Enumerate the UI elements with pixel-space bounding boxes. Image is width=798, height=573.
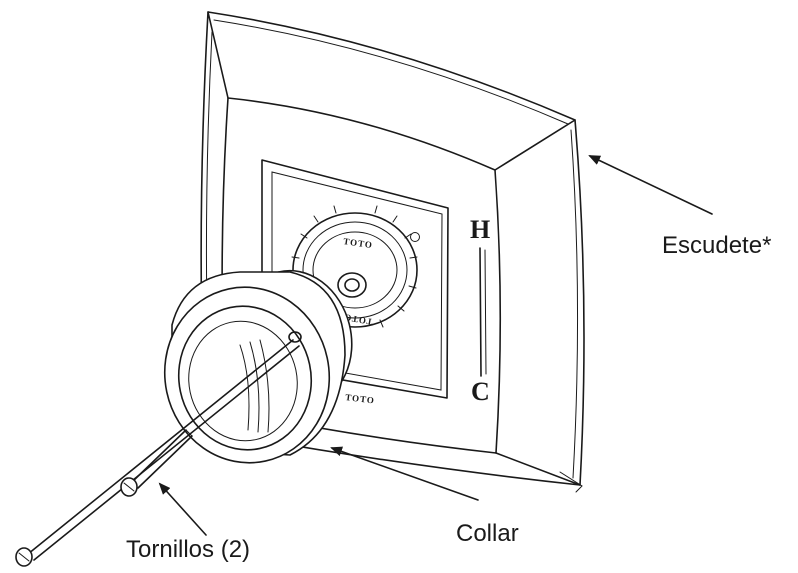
temperature-scale: H C: [470, 215, 490, 406]
escutcheon-label: Escudete*: [662, 232, 771, 259]
collar-label: Collar: [456, 520, 519, 547]
collar-arrow-icon: [330, 446, 479, 501]
screws-label: Tornillos (2): [126, 536, 250, 563]
hot-mark: H: [470, 215, 490, 244]
plate-hole-icon: [410, 232, 420, 242]
brand-mark-plate: TOTO: [345, 392, 376, 406]
screws: [15, 339, 300, 567]
brand-mark-cartridge-top: TOTO: [343, 236, 374, 250]
collar-screw-hole-icon: [288, 331, 302, 343]
screw-short: [120, 429, 193, 497]
screws-arrow-icon: [158, 482, 207, 536]
callout-arrows: [158, 155, 713, 536]
cold-mark: C: [471, 377, 490, 406]
screw-long: [15, 339, 300, 567]
escutcheon-arrow-icon: [588, 155, 713, 215]
